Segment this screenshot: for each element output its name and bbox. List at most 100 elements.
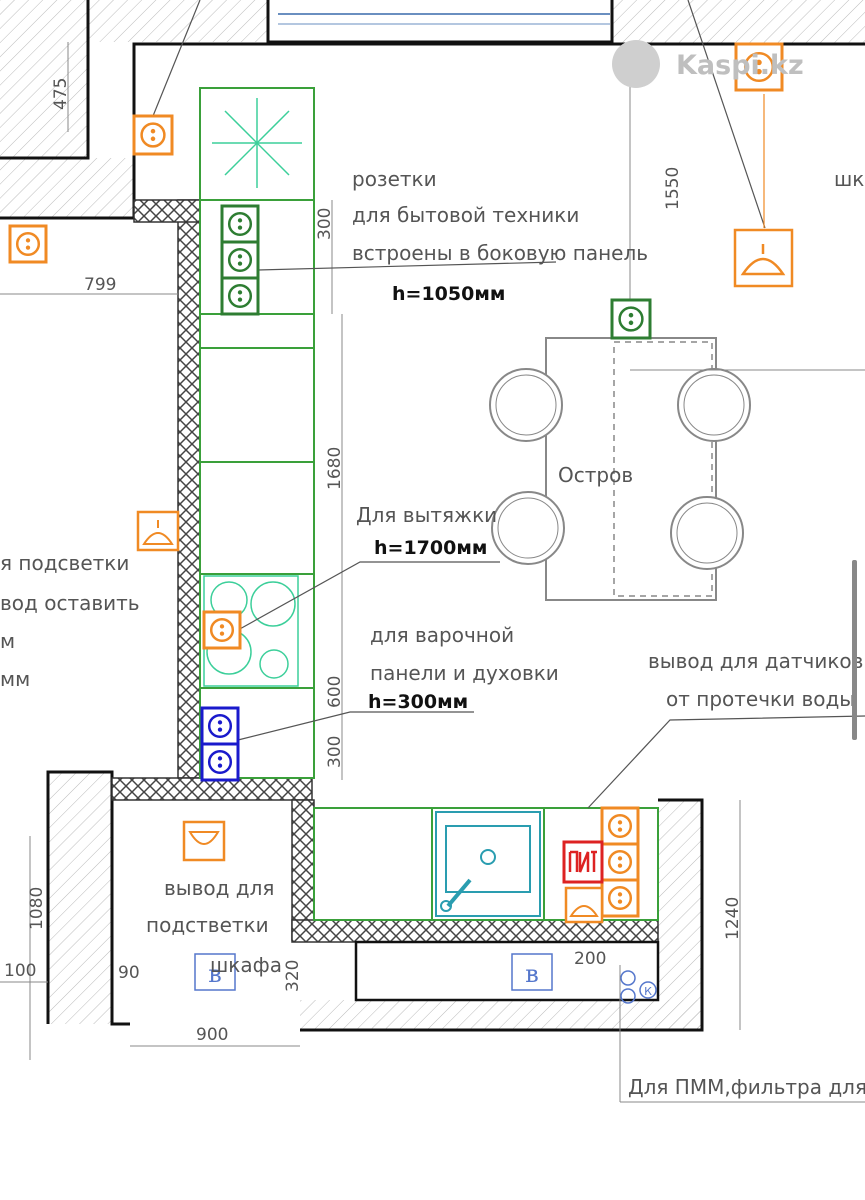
- wall-top-left-hatch: [0, 0, 88, 158]
- dim-90: 90: [118, 963, 140, 983]
- dim-300-top: 300: [315, 208, 335, 240]
- socket-icon: [8, 224, 48, 264]
- sockets-height: h=1050мм: [392, 283, 505, 305]
- leak-line1: вывод для датчиков: [648, 649, 863, 673]
- dim-320: 320: [283, 960, 303, 992]
- water-leak-sensor-icon: [562, 840, 604, 884]
- dim-1550: 1550: [663, 167, 683, 210]
- left-note-line4: мм: [0, 667, 30, 691]
- wall-bottom-left-hatch: [48, 772, 112, 1024]
- island: [489, 337, 751, 601]
- top-right-fragment: шк: [834, 167, 864, 191]
- leader-lines: [152, 0, 865, 809]
- stool-3: [677, 368, 751, 442]
- lamp-outlet-1: [733, 228, 794, 288]
- socket-icon: [600, 842, 640, 882]
- left-note-line3: м: [0, 629, 15, 653]
- sockets-title: розетки: [352, 167, 437, 191]
- socket-icon: [202, 610, 242, 650]
- pmm-note: Для ПММ,фильтра для: [628, 1075, 865, 1099]
- dim-100: 100: [4, 961, 36, 981]
- walls: [0, 0, 865, 1032]
- dim-475: 475: [51, 78, 71, 110]
- island-label: Остров: [558, 463, 633, 487]
- left-note-line2: вод оставить: [0, 591, 140, 615]
- light-line3: шкафа: [210, 953, 282, 977]
- dim-200: 200: [574, 949, 606, 969]
- socket-icon: [220, 204, 260, 244]
- socket-icon: [600, 806, 640, 846]
- socket-icon: [220, 240, 260, 280]
- valve-icon-2: в: [511, 953, 553, 991]
- lamp-outlet-2: [136, 510, 180, 552]
- stool-5: [491, 491, 565, 565]
- cooktop-line2: панели и духовки: [370, 661, 559, 685]
- stool-4: [683, 374, 745, 436]
- dim-300-bottom: 300: [325, 736, 345, 768]
- stool-1: [489, 368, 563, 442]
- wall-bottom-hatch: [300, 1000, 702, 1030]
- watermark-text: Kaspi.kz: [676, 50, 804, 81]
- socket-icon: [220, 276, 260, 316]
- valve-icon-1: в: [194, 953, 236, 991]
- socket-icon: [200, 706, 240, 746]
- sockets-line2: для бытовой техники: [352, 203, 579, 227]
- stool-6: [497, 497, 559, 559]
- annotations: розетки для бытовой техники встроены в б…: [0, 167, 865, 1099]
- dimension-texts: 475 799 300 1550 1680 600 300 1080 100 9…: [4, 78, 743, 1045]
- sink-run-cabinet: [313, 807, 659, 921]
- stool-2: [495, 374, 557, 436]
- sink-icon: [435, 811, 541, 917]
- wall-left-hatch: [0, 158, 134, 218]
- partition-vertical: [177, 199, 201, 779]
- wall-right-hatch: [658, 800, 703, 1030]
- wall-top-right-hatch: [612, 0, 865, 44]
- cabinets: [199, 87, 659, 921]
- hood-title: Для вытяжки: [356, 503, 497, 527]
- cooktop-line1: для варочной: [370, 623, 514, 647]
- valve-letter-1: в: [208, 960, 222, 988]
- socket-icon: [610, 298, 652, 340]
- island-dashed: [613, 341, 713, 597]
- wall-top-center-hatch: [88, 0, 268, 42]
- sockets-line3: встроены в боковую панель: [352, 241, 648, 265]
- wall-outline-bottom-left: [46, 770, 130, 1026]
- socket-icon: [200, 742, 240, 782]
- partition-corner: [291, 799, 315, 941]
- partition-top: [133, 199, 201, 223]
- dimension-lines: [0, 42, 865, 1103]
- valve-letter-2: в: [525, 960, 539, 988]
- hood-height: h=1700мм: [374, 537, 487, 559]
- dim-1680: 1680: [325, 447, 345, 490]
- wall-outline-bottom: [300, 798, 704, 1032]
- partition-sink: [291, 919, 659, 943]
- watermark: Kaspi.kz: [612, 40, 804, 88]
- k-letter: К: [644, 985, 652, 998]
- dim-1080: 1080: [27, 887, 47, 930]
- socket-icon: [600, 878, 640, 918]
- snowflake-icon: [212, 98, 302, 188]
- dim-1240: 1240: [723, 897, 743, 940]
- cabinet-column: [199, 199, 315, 779]
- sockets: [8, 42, 784, 918]
- left-note-line1: я подсветки: [0, 551, 129, 575]
- water-outlets-icon: К: [620, 970, 657, 1004]
- stool-8: [676, 502, 738, 564]
- cabinet-bottom-box: [354, 940, 660, 1002]
- stool-7: [670, 496, 744, 570]
- lamp-outlet-3: [182, 820, 226, 862]
- scrollbar[interactable]: [852, 560, 857, 740]
- cooktop-height: h=300мм: [368, 691, 468, 713]
- partitions: [111, 199, 660, 1002]
- leak-line2: от протечки воды: [666, 687, 855, 711]
- dim-799: 799: [84, 275, 116, 295]
- light-line2: подстветки: [146, 913, 269, 937]
- lamp-outlet-4: [564, 886, 604, 924]
- dim-600: 600: [325, 676, 345, 708]
- watermark-logo-icon: [612, 40, 660, 88]
- socket-icon: [734, 42, 784, 92]
- light-line1: вывод для: [164, 876, 274, 900]
- socket-icon: [132, 114, 174, 156]
- dim-900: 900: [196, 1025, 228, 1045]
